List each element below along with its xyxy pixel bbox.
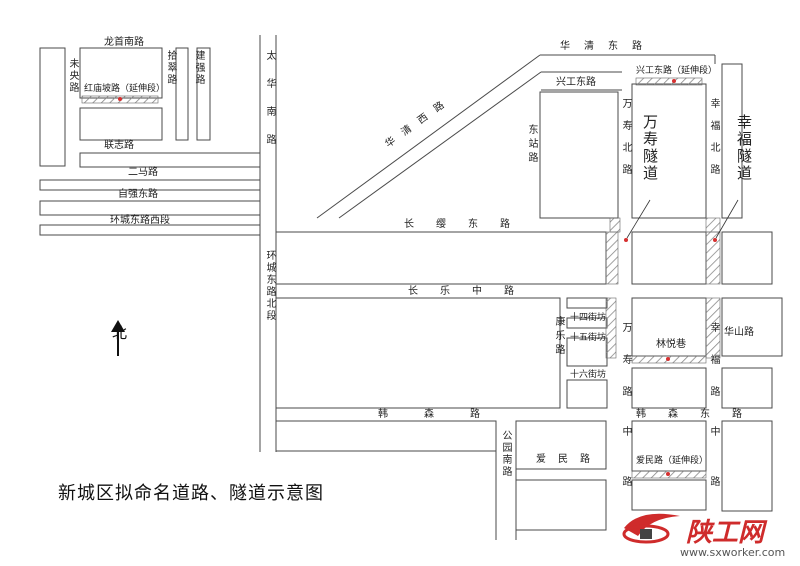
map-title: 新城区拟命名道路、隧道示意图 bbox=[58, 483, 324, 504]
road-label-hongmiaopo: 红庙坡路（延伸段） bbox=[84, 84, 166, 94]
tunnel-label-xingfu: 幸福隧道 bbox=[735, 114, 753, 182]
north-arrow-icon bbox=[111, 320, 125, 356]
road-label-gongyuan-nan: 公园南路 bbox=[500, 430, 511, 478]
road-label-dongzhan: 东站路 bbox=[526, 124, 537, 166]
road-label-changying-dong: 长缨东路 bbox=[404, 219, 532, 230]
road-label-changle-zhong: 长乐中路 bbox=[408, 286, 536, 297]
road-label-longshou-nan: 龙首南路 bbox=[104, 37, 144, 48]
road-label-erma: 二马路 bbox=[128, 167, 158, 178]
road-label-hansen-dong: 韩森东路 bbox=[636, 409, 764, 420]
road-label-kangle: 康乐路 bbox=[553, 316, 564, 358]
road-label-jianqiang: 建强路 bbox=[193, 50, 204, 86]
road-label-linyue-xiang: 林悦巷 bbox=[656, 339, 686, 350]
road-label-xingfu-bei: 幸福北路 bbox=[708, 98, 719, 186]
road-label-huashan: 华山路 bbox=[724, 327, 754, 338]
road-label-lianzhi: 联志路 bbox=[104, 140, 134, 151]
road-label-shiwu-jiefang: 十五街坊 bbox=[570, 333, 607, 343]
road-label-aimin-ext: 爱民路（延伸段） bbox=[636, 456, 709, 466]
road-label-wanshou: 万寿路 bbox=[620, 322, 631, 418]
watermark-logo-text: 陕工网 bbox=[686, 518, 765, 548]
road-label-wanshou-bei: 万寿北路 bbox=[620, 98, 631, 186]
road-label-huancheng-dong-bei: 环城东路北段 bbox=[264, 250, 275, 322]
road-label-hansen: 韩森路 bbox=[378, 409, 516, 420]
watermark-logo-icon bbox=[622, 513, 680, 544]
road-label-xinggong-dong: 兴工东路 bbox=[556, 77, 596, 88]
road-label-xingfu: 幸福路 bbox=[708, 322, 719, 418]
road-label-aimin: 爱民路 bbox=[536, 454, 602, 465]
tunnel-label-wanshou: 万寿隧道 bbox=[641, 114, 659, 182]
road-label-shiliu-jiefang: 十六街坊 bbox=[570, 370, 607, 380]
road-label-zhong-2: 中路 bbox=[708, 426, 719, 526]
watermark-url: www.sxworker.com bbox=[680, 546, 786, 559]
road-label-huaqing-dong: 华清东路 bbox=[560, 41, 656, 52]
road-label-huancheng-dong-xi: 环城东路西段 bbox=[110, 215, 170, 226]
road-label-xinggong-dong-ext: 兴工东路（延伸段） bbox=[636, 66, 718, 76]
north-label: 北 bbox=[112, 324, 128, 342]
road-label-shicui: 拾翠路 bbox=[165, 50, 176, 86]
road-label-ziqiang-dong: 自强东路 bbox=[118, 189, 158, 200]
road-label-weiyang: 未央路 bbox=[67, 58, 78, 94]
road-label-shisi-jiefang: 十四街坊 bbox=[570, 313, 607, 323]
road-label-zhong-1: 中路 bbox=[620, 426, 631, 526]
road-label-taihua-nan: 太华南路 bbox=[264, 50, 275, 162]
